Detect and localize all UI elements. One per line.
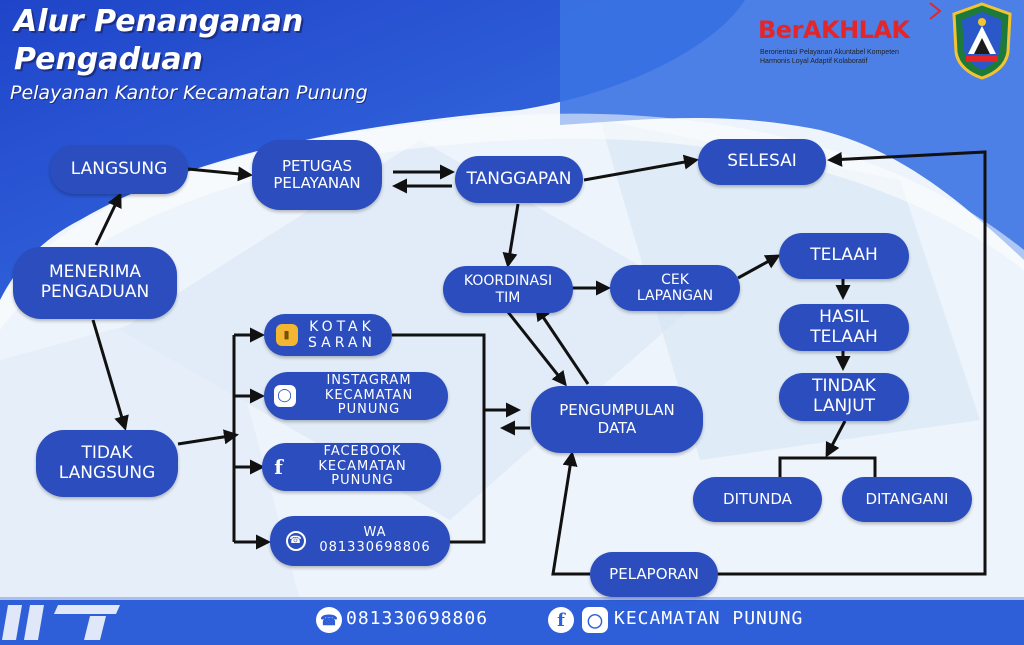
- node-ditangani: DITANGANI: [842, 477, 972, 522]
- node-label: TINDAK LANJUT: [812, 376, 876, 416]
- node-label: PETUGAS PELAYANAN: [273, 156, 361, 192]
- arrow-koordinasi-pengumpulan: [506, 311, 567, 387]
- node-label: KOTAK SARAN: [308, 318, 376, 351]
- footer-whatsapp-icon: ☎: [316, 607, 342, 633]
- arrow-pengumpulan-koordinasi: [535, 305, 590, 385]
- split-branch: [778, 456, 877, 478]
- node-pelaporan: PELAPORAN: [590, 552, 718, 597]
- berakhlak-tagline: Berorientasi Pelayanan Akuntabel Kompete…: [760, 48, 940, 66]
- arrow-tanggapan-koordinasi: [502, 203, 520, 268]
- berakhlak-logo-text: BerAKHLAK: [758, 16, 910, 44]
- tagline-line1: Berorientasi Pelayanan Akuntabel Kompete…: [760, 49, 899, 56]
- node-tindak-lanjut: TINDAK LANJUT: [779, 373, 909, 421]
- node-selesai: SELESAI: [698, 139, 826, 185]
- node-ditunda: DITUNDA: [693, 477, 822, 522]
- node-label: HASIL TELAAH: [810, 306, 878, 347]
- arrow-selesai-return: [715, 150, 987, 576]
- node-telaah: TELAAH: [779, 233, 909, 279]
- arrow-menerima-langsung: [94, 192, 122, 246]
- arrow-menerima-tidak-langsung: [91, 319, 129, 431]
- whatsapp-icon: ☎: [286, 531, 306, 551]
- node-koordinasi-tim: KOORDINASI TIM: [443, 266, 573, 313]
- instagram-icon: ◯: [274, 385, 296, 407]
- tagline-line2: Harmonis Loyal Adaptif Kolaboratif: [760, 58, 868, 65]
- footer-social: KECAMATAN PUNUNG: [614, 608, 804, 629]
- node-hasil-telaah: HASIL TELAAH: [779, 304, 909, 351]
- node-label: DITANGANI: [865, 489, 949, 508]
- arrow-tindak-split: [825, 420, 847, 458]
- node-cek-lapangan: CEK LAPANGAN: [610, 265, 740, 311]
- page-subtitle: Pelayanan Kantor Kecamatan Punung: [10, 82, 368, 104]
- facebook-icon: f: [274, 454, 284, 479]
- node-kotak-saran: ▮ KOTAK SARAN: [264, 314, 392, 356]
- node-facebook: f FACEBOOK KECAMATAN PUNUNG: [262, 443, 441, 491]
- arrow-langsung-petugas: [187, 166, 253, 182]
- node-label: SELESAI: [727, 151, 797, 172]
- arrow-tanggapan-selesai: [583, 154, 699, 182]
- node-langsung: LANGSUNG: [50, 145, 188, 194]
- node-label: CEK LAPANGAN: [636, 271, 714, 304]
- arrow-pelaporan-pengumpulan: [551, 451, 590, 576]
- regency-emblem-icon: [952, 2, 1012, 80]
- footer-phone: 081330698806: [346, 608, 489, 629]
- page-title-line1: Alur Penanganan: [14, 4, 304, 39]
- node-pengumpulan-data: PENGUMPULAN DATA: [531, 386, 703, 453]
- arrow-tidak-langsung-channels: [177, 429, 239, 446]
- node-label: WA 081330698806: [319, 525, 431, 555]
- node-label: DITUNDA: [723, 489, 792, 508]
- node-label: TELAAH: [810, 245, 878, 266]
- node-label: KOORDINASI TIM: [463, 273, 553, 306]
- suggestion-box-icon: ▮: [276, 324, 298, 346]
- node-label: TANGGAPAN: [466, 168, 572, 189]
- node-wa: ☎ WA 081330698806: [270, 516, 450, 566]
- page-title-line2: Pengaduan: [14, 42, 204, 77]
- node-tanggapan: TANGGAPAN: [455, 156, 583, 203]
- node-label: PENGUMPULAN DATA: [559, 401, 675, 437]
- node-menerima-pengaduan: MENERIMA PENGADUAN: [13, 247, 177, 319]
- node-label: PELAPORAN: [609, 564, 699, 583]
- node-tidak-langsung: TIDAK LANGSUNG: [36, 430, 178, 497]
- channels-return-bus: [392, 333, 486, 544]
- node-label: INSTAGRAM KECAMATAN PUNUNG: [324, 372, 414, 418]
- node-label: LANGSUNG: [70, 158, 168, 179]
- node-label: FACEBOOK KECAMATAN PUNUNG: [318, 443, 407, 489]
- arrow-cek-telaah: [737, 254, 781, 280]
- footer-facebook-icon: f: [548, 607, 574, 633]
- node-label: TIDAK LANGSUNG: [58, 442, 156, 483]
- node-petugas-pelayanan: PETUGAS PELAYANAN: [252, 140, 382, 210]
- node-label: MENERIMA PENGADUAN: [40, 262, 150, 302]
- node-instagram: ◯ INSTAGRAM KECAMATAN PUNUNG: [264, 372, 448, 420]
- footer-instagram-icon: ◯: [582, 607, 608, 633]
